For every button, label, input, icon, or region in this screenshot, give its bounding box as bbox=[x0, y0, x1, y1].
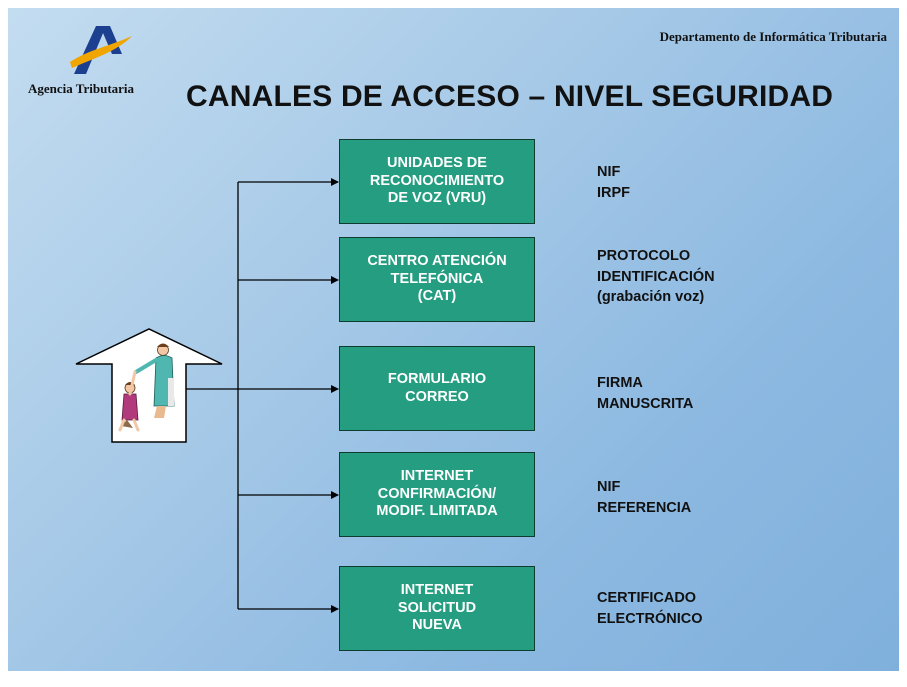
channel-box-vru: UNIDADES DE RECONOCIMIENTO DE VOZ (VRU) bbox=[339, 139, 535, 224]
department-name: Departamento de Informática Tributaria bbox=[659, 29, 887, 44]
channel-label: INTERNET CONFIRMACIÓN/ MODIF. LIMITADA bbox=[376, 467, 498, 520]
connector-lines bbox=[186, 178, 339, 613]
channel-label: UNIDADES DE RECONOCIMIENTO DE VOZ (VRU) bbox=[369, 154, 505, 207]
security-level-text: NIF IRPF bbox=[597, 164, 631, 201]
channel-label: CENTRO ATENCIÓN TELEFÓNICA (CAT) bbox=[367, 252, 507, 305]
slide-title: CANALES DE ACCESO – NIVEL SEGURIDAD bbox=[186, 80, 834, 113]
agency-name: Agencia Tributaria bbox=[28, 81, 135, 96]
security-level-text: NIF REFERENCIA bbox=[597, 479, 692, 516]
channel-label: FORMULARIO CORREO bbox=[387, 370, 487, 405]
channel-box-formulario-correo: FORMULARIO CORREO bbox=[339, 346, 535, 431]
channel-box-internet-confirmacion: INTERNET CONFIRMACIÓN/ MODIF. LIMITADA bbox=[339, 452, 535, 537]
security-level-text: CERTIFICADO ELECTRÓNICO bbox=[597, 590, 703, 627]
channel-label: INTERNET SOLICITUD NUEVA bbox=[397, 581, 477, 634]
security-level-text: FIRMA MANUSCRITA bbox=[597, 375, 694, 412]
security-level-text: PROTOCOLO IDENTIFICACIÓN (grabación voz) bbox=[597, 248, 715, 306]
slide: Agencia Tributaria Departamento de Infor… bbox=[8, 8, 899, 671]
channel-box-internet-solicitud: INTERNET SOLICITUD NUEVA bbox=[339, 566, 535, 651]
agencia-tributaria-logo-icon bbox=[70, 26, 132, 74]
house-with-family-icon bbox=[75, 328, 223, 443]
channel-box-cat: CENTRO ATENCIÓN TELEFÓNICA (CAT) bbox=[339, 237, 535, 322]
